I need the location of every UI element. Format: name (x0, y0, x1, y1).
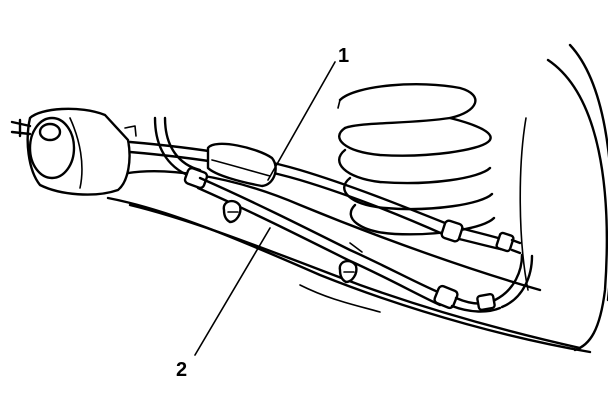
line-retainer-clips (222, 199, 363, 284)
brake-hose-clamp (153, 116, 277, 190)
callout-1: 1 (338, 45, 349, 67)
coil-spring (337, 83, 496, 236)
wheel-rotor (519, 43, 608, 352)
lower-control-arm (106, 170, 592, 354)
callout-2: 2 (176, 359, 187, 381)
callout-leaders (194, 61, 336, 356)
control-arm-bushing (10, 107, 137, 196)
brake-line-upper (128, 140, 522, 255)
